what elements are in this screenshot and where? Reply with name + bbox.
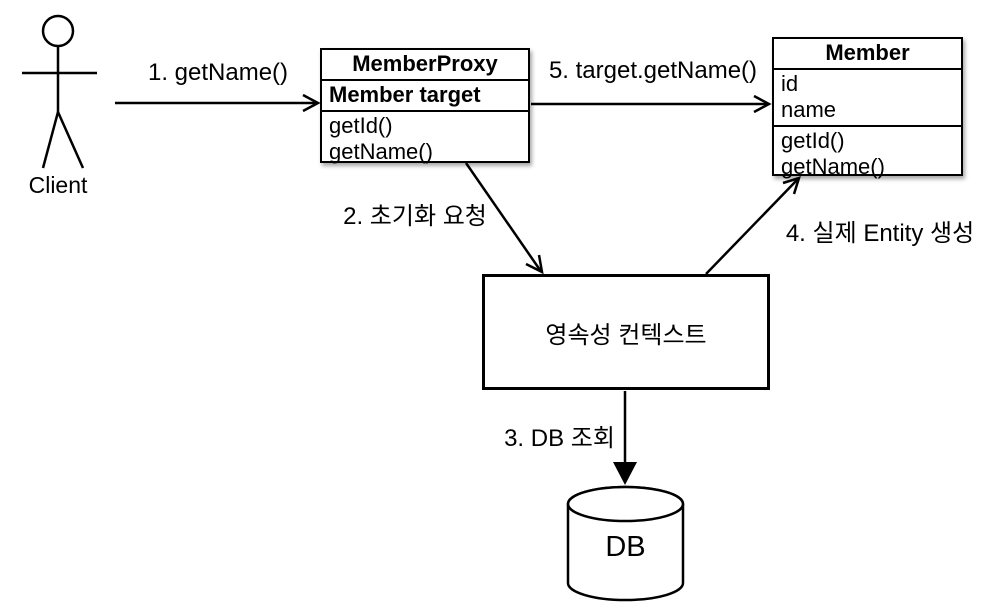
db-label: DB <box>605 531 646 563</box>
actor-leg-right <box>56 111 85 169</box>
member-method-getid: getId() <box>781 128 845 153</box>
arrow-2-head <box>525 254 544 275</box>
memberproxy-class-box: MemberProxy Member target getId() getNam… <box>320 48 530 164</box>
arrow-4-label: 4. 실제 Entity 생성 <box>785 220 975 247</box>
persistence-context-label: 영속성 컨텍스트 <box>545 321 707 349</box>
arrow-3-db-query <box>613 391 637 485</box>
db-cylinder-top <box>566 485 685 523</box>
member-method-getname: getName() <box>781 154 885 179</box>
actor-leg-left <box>41 111 60 169</box>
db-cylinder <box>566 485 685 602</box>
arrow-1-label: 1. getName() <box>147 59 289 86</box>
member-field-id: id <box>781 71 799 96</box>
arrow-1-getname <box>115 93 321 113</box>
member-field-name: name <box>781 97 837 122</box>
arrow-4-head <box>782 176 801 195</box>
actor-head <box>41 14 75 48</box>
arrow-5-label: 5. target.getName() <box>548 57 758 84</box>
arrow-4-create-entity <box>705 176 801 275</box>
client-label: Client <box>28 172 88 198</box>
persistence-context-box: 영속성 컨텍스트 <box>482 274 770 390</box>
memberproxy-method-getname: getName() <box>329 139 433 164</box>
client-actor-figure <box>22 14 97 169</box>
arrow-2-label: 2. 초기화 요청 <box>343 203 487 230</box>
arrow-1-head <box>302 93 321 113</box>
memberproxy-method-getid: getId() <box>329 113 393 138</box>
arrow-3-head <box>613 462 637 485</box>
arrow-5-head <box>753 94 772 114</box>
memberproxy-field-target: Member target <box>329 82 481 107</box>
member-class-box: Member id name getId() getName() <box>772 37 963 179</box>
arrow-2-init-request <box>464 162 544 275</box>
member-title: Member <box>774 39 961 70</box>
arrow-5-target-getname <box>531 94 772 114</box>
arrow-3-label: 3. DB 조회 <box>504 425 615 452</box>
memberproxy-title: MemberProxy <box>322 50 528 81</box>
